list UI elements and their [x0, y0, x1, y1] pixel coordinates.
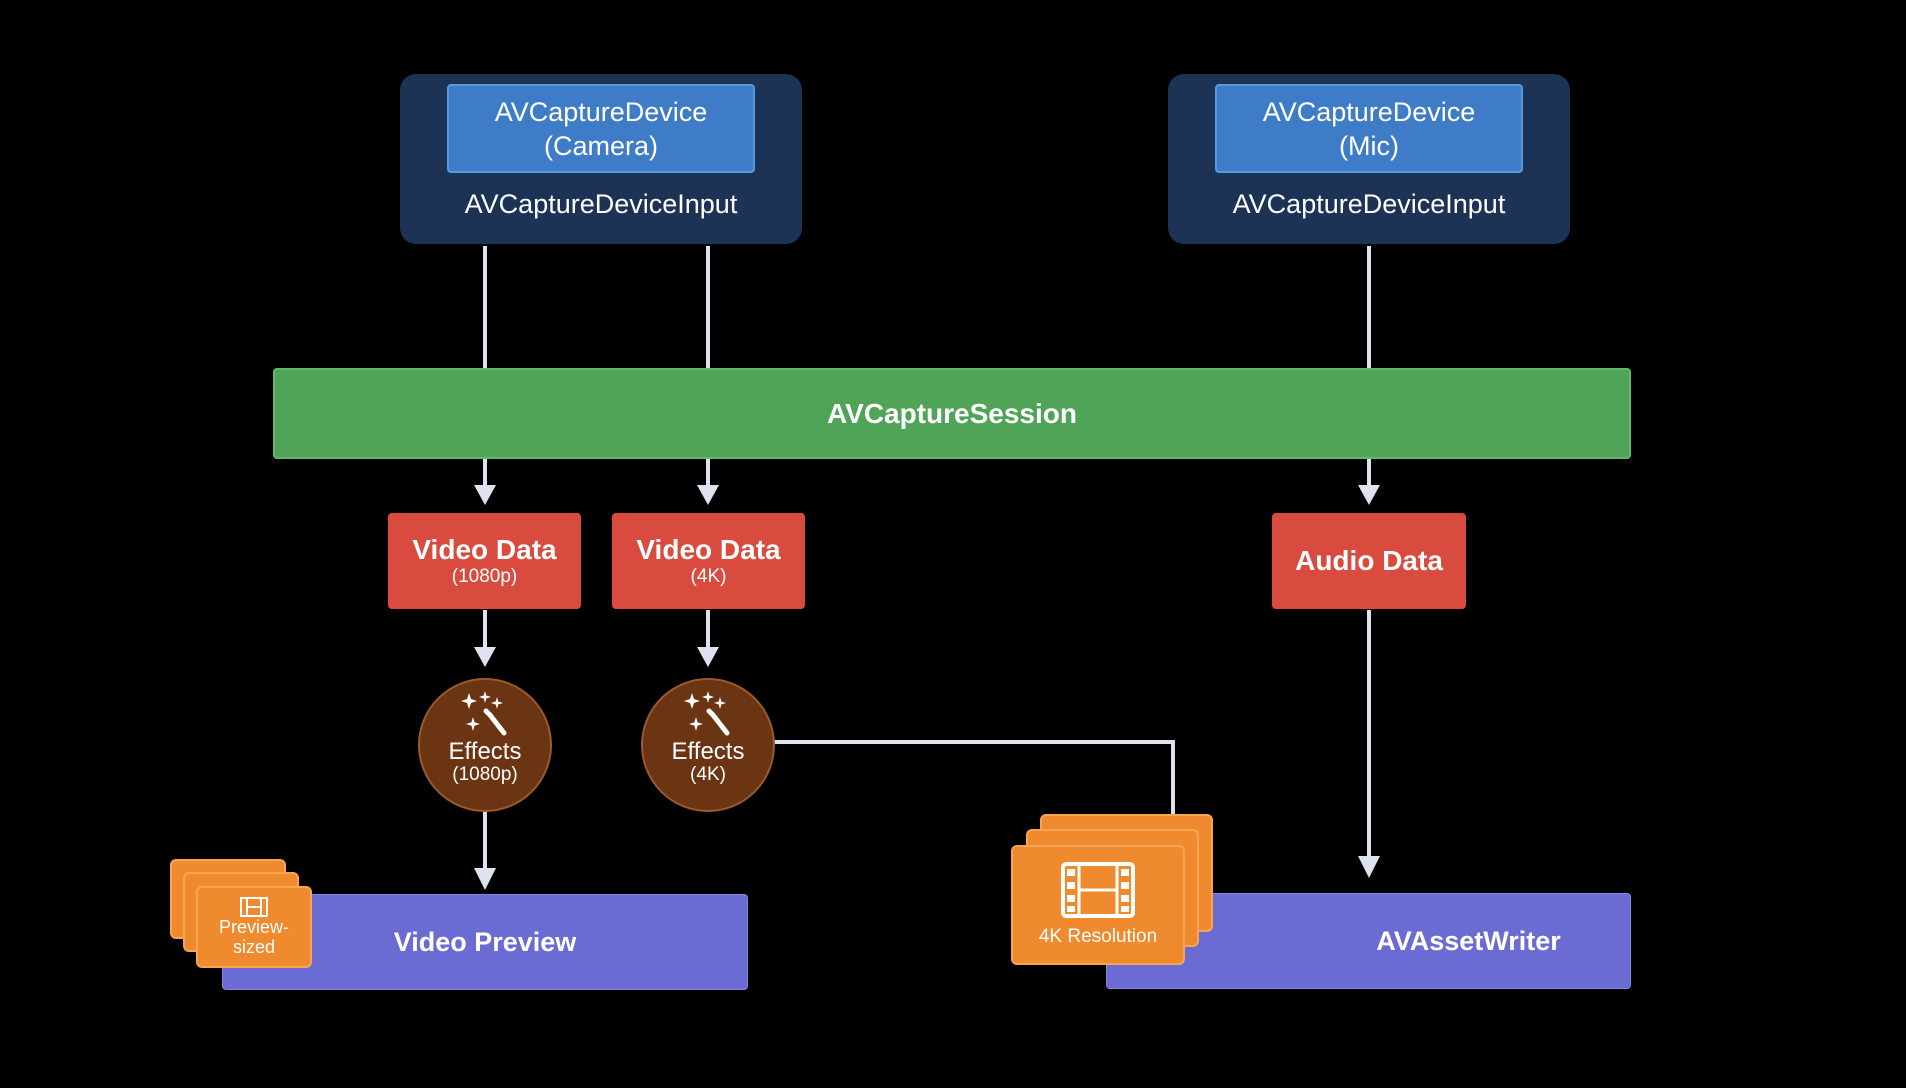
mic-device-name: AVCaptureDevice [1262, 96, 1476, 127]
camera-capture-device: AVCaptureDevice (Camera) [447, 84, 755, 173]
mic-input-label: AVCaptureDeviceInput [1232, 189, 1506, 219]
audio-data-title: Audio Data [1295, 545, 1443, 576]
arrowhead [697, 647, 719, 667]
video-preview-label: Video Preview [393, 926, 577, 957]
audio-data-output: Audio Data [1272, 513, 1466, 609]
effects-1080p: Effects (1080p) [418, 678, 552, 812]
video-data-output-4k: Video Data (4K) [612, 513, 805, 609]
effects-4k: Effects (4K) [641, 678, 775, 812]
camera-device-name: AVCaptureDevice [494, 96, 708, 127]
session-label: AVCaptureSession [827, 397, 1077, 429]
preview-card-line2: sized [232, 937, 276, 957]
arrowhead [474, 485, 496, 505]
arrowhead [1358, 856, 1380, 878]
camera-input-label: AVCaptureDeviceInput [464, 189, 738, 219]
magic-wand-icon [461, 691, 507, 736]
film-icon [240, 897, 268, 917]
capture-session: AVCaptureSession [273, 368, 1631, 459]
video-data-1080-title: Video Data [412, 534, 557, 565]
arrowhead [474, 868, 496, 890]
magic-wand-icon [684, 691, 730, 736]
preview-card-line1: Preview- [218, 917, 289, 937]
effects-1080-subtitle: (1080p) [452, 764, 518, 785]
mic-device-type: (Mic) [1339, 130, 1399, 161]
camera-device-input: AVCaptureDevice (Camera) AVCaptureDevice… [400, 74, 802, 244]
film-icon [1061, 862, 1135, 918]
mic-device-input: AVCaptureDevice (Mic) AVCaptureDeviceInp… [1168, 74, 1570, 244]
video-data-1080-subtitle: (1080p) [451, 566, 518, 587]
arrowhead [474, 647, 496, 667]
arrowhead [1358, 485, 1380, 505]
line-effects4k-to-writer [774, 740, 1175, 815]
effects-1080-title: Effects [448, 738, 522, 765]
video-data-4k-subtitle: (4K) [690, 566, 727, 587]
preview-frame-card: Preview- sized [196, 886, 312, 968]
arrowhead [697, 485, 719, 505]
effects-4k-subtitle: (4K) [690, 764, 726, 785]
effects-4k-title: Effects [671, 738, 745, 765]
mic-capture-device: AVCaptureDevice (Mic) [1215, 84, 1523, 173]
4k-frame-card: 4K Resolution [1011, 845, 1185, 965]
video-data-4k-title: Video Data [636, 534, 781, 565]
4k-card-label: 4K Resolution [1038, 926, 1158, 947]
asset-writer-label: AVAssetWriter [1376, 925, 1561, 956]
camera-device-type: (Camera) [543, 130, 658, 161]
video-data-output-1080p: Video Data (1080p) [388, 513, 581, 609]
